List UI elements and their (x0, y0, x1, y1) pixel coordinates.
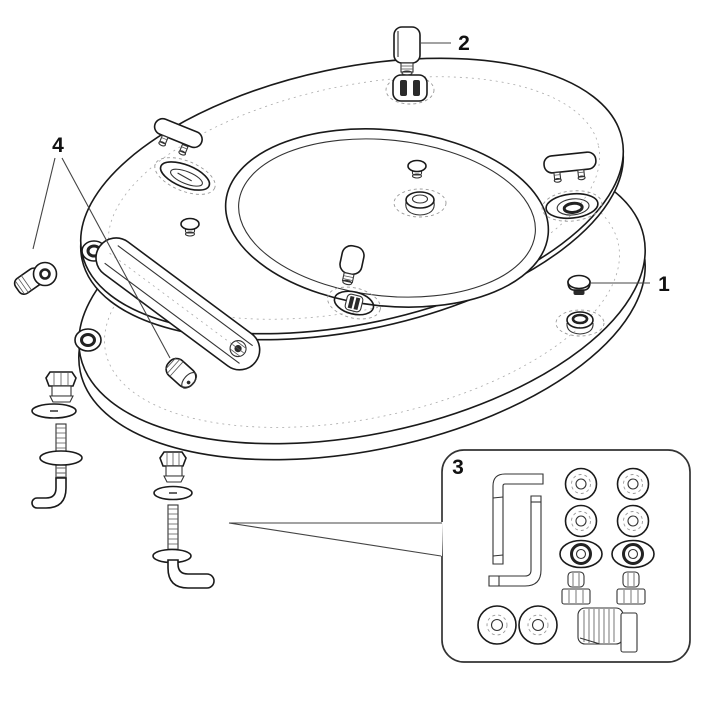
callout-4: 4 (32, 134, 171, 359)
hardware-kit-box: 3 (228, 449, 691, 663)
thumb-nut-center (159, 451, 187, 483)
bumper-socket-bottom (327, 286, 381, 320)
splined-hinge-pin (164, 357, 198, 389)
bumper-recess-right (541, 190, 603, 222)
callout-3-label: 3 (452, 456, 464, 479)
kit-ribbed-plug (577, 607, 638, 653)
kit-l-key-2 (488, 495, 542, 587)
kit-flanged-nuts (559, 539, 655, 569)
part-top-bumper (393, 26, 421, 76)
oval-washer-center (153, 485, 193, 501)
l-hook-bolt-center (152, 504, 215, 589)
seat-ring (79, 57, 625, 341)
stud-left (180, 217, 200, 237)
hinge-bar-spline-socket (229, 340, 247, 358)
stud-center (407, 159, 427, 179)
callout-1: 1 (591, 273, 670, 296)
bolt-set-left (31, 371, 83, 509)
lid-cup-recess (555, 309, 605, 337)
lid-bumper-round (567, 274, 591, 295)
bumper-top-right (543, 151, 597, 183)
lid-hinge-grommet (74, 328, 102, 352)
bumper-bottom-center (339, 244, 365, 286)
callout-1-label: 1 (658, 273, 670, 296)
oval-washer-left (31, 403, 77, 419)
callout-2-label: 2 (458, 32, 470, 55)
bumper-top-left (153, 117, 203, 156)
bumper-recess-left (154, 157, 216, 195)
l-hook-bolt-left (31, 423, 83, 509)
callout-2: 2 (421, 32, 470, 55)
kit-washers-top (564, 467, 650, 538)
thumb-nut-left (45, 371, 77, 403)
cup-recess-center (393, 188, 447, 218)
bolt-set-center (152, 451, 215, 589)
kit-l-key-1 (492, 473, 544, 565)
kit-washers-bottom (477, 605, 558, 645)
hinge-bar (95, 237, 261, 371)
part-barrel-nut (13, 261, 58, 296)
callout-4-label: 4 (52, 134, 64, 157)
kit-thumb-screws (561, 571, 646, 605)
